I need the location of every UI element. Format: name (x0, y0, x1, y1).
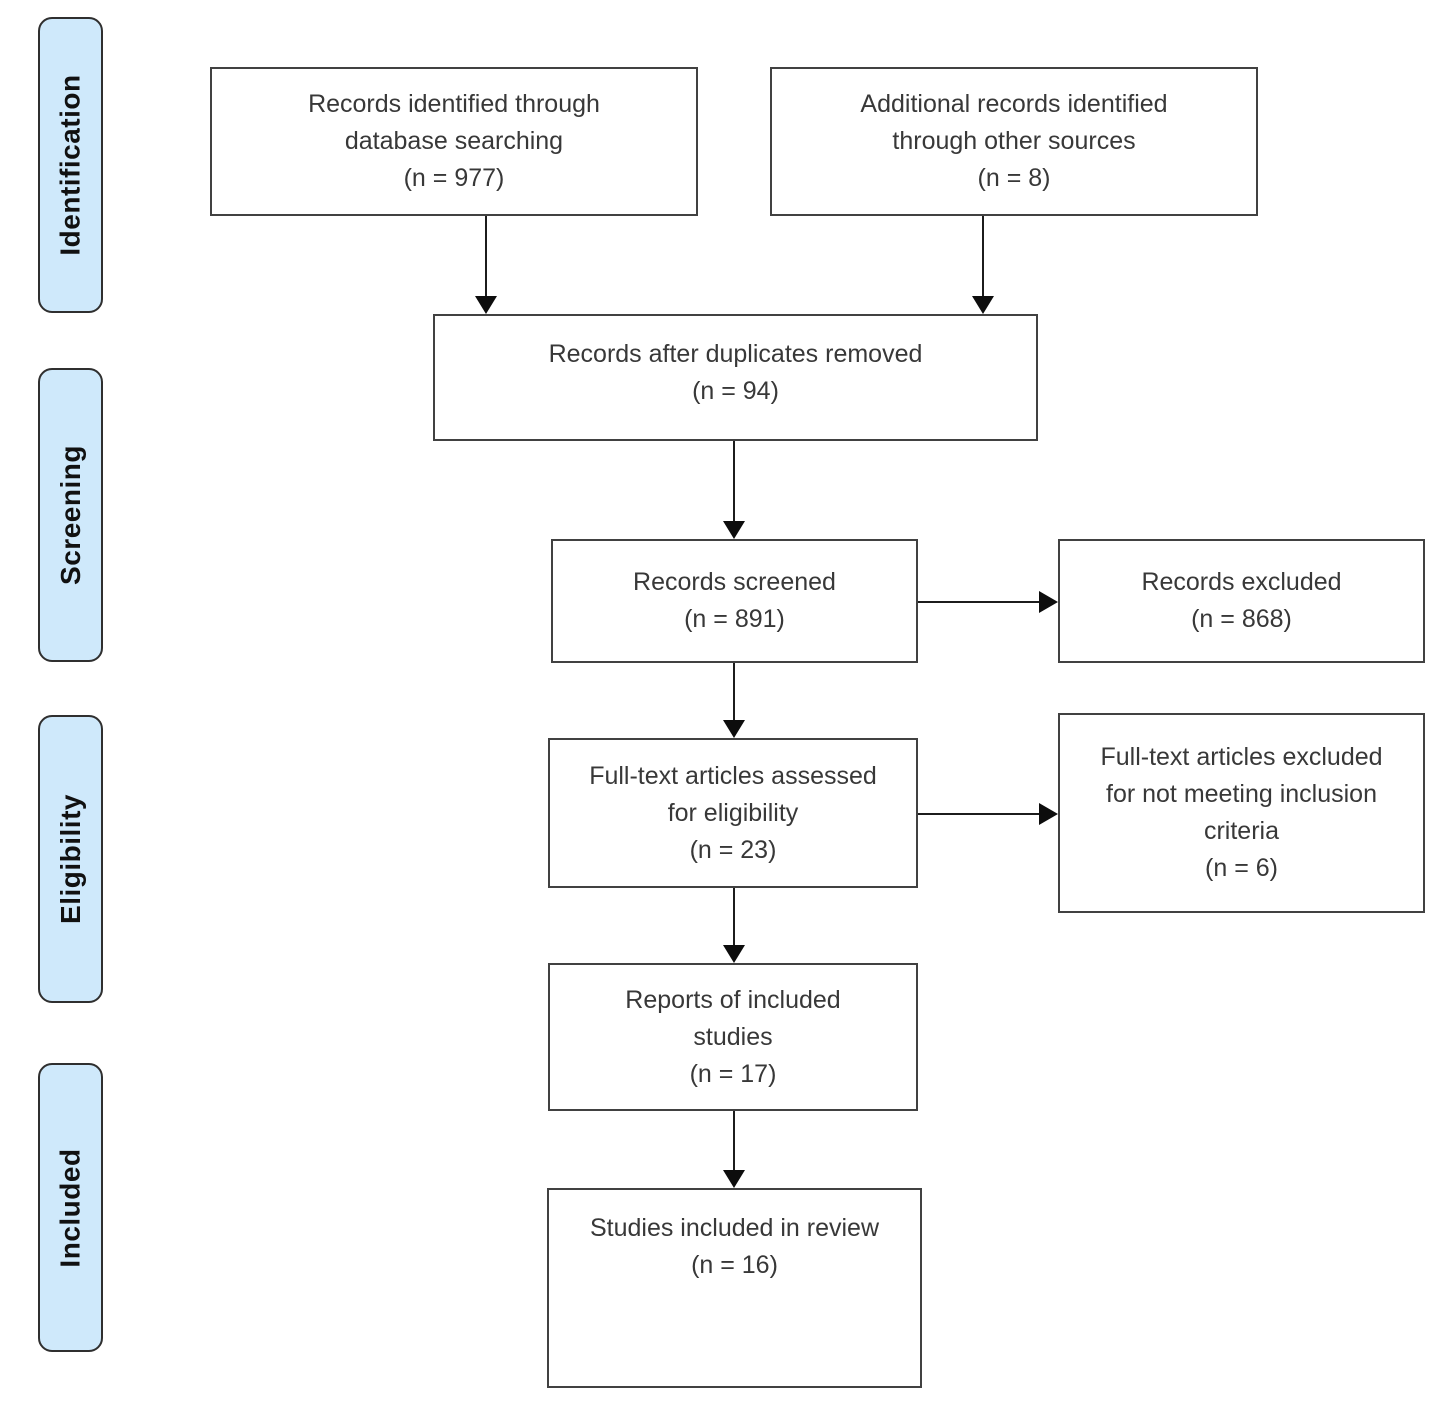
flow-box-additional-records: Additional records identified through ot… (770, 67, 1258, 216)
arrow-identified-to-duplicates (475, 216, 497, 314)
arrow-reports-to-studies (723, 1111, 745, 1188)
flow-box-fulltext-excluded: Full-text articles excluded for not meet… (1058, 713, 1425, 913)
flow-box-studies-included-label: Studies included in review (n = 16) (589, 1214, 880, 1279)
flow-box-records-excluded-label: Records excluded (n = 868) (1141, 568, 1342, 633)
arrow-fulltext-to-excluded (918, 803, 1058, 825)
flow-box-studies-included: Studies included in review (n = 16) (547, 1188, 922, 1388)
arrow-fulltext-to-reports (723, 888, 745, 963)
stage-screening: Screening (38, 368, 103, 662)
stage-screening-label: Screening (54, 445, 86, 585)
arrow-screened-to-excluded (918, 591, 1058, 613)
flow-box-fulltext-excluded-label: Full-text articles excluded for not meet… (1100, 743, 1383, 882)
flow-box-records-screened: Records screened (n = 891) (551, 539, 918, 663)
stage-eligibility: Eligibility (38, 715, 103, 1003)
arrow-additional-to-duplicates (972, 216, 994, 314)
flow-box-reports-included-label: Reports of included studies (n = 17) (625, 985, 841, 1088)
flow-box-records-excluded: Records excluded (n = 868) (1058, 539, 1425, 663)
flow-box-reports-included: Reports of included studies (n = 17) (548, 963, 918, 1111)
flow-box-records-identified-label: Records identified through database sear… (308, 90, 600, 192)
stage-identification-label: Identification (54, 74, 86, 256)
stage-identification: Identification (38, 17, 103, 313)
flow-box-records-screened-label: Records screened (n = 891) (633, 568, 836, 633)
flow-box-fulltext-assessed: Full-text articles assessed for eligibil… (548, 738, 918, 888)
flow-box-fulltext-assessed-label: Full-text articles assessed for eligibil… (589, 761, 877, 864)
stage-included-label: Included (54, 1147, 86, 1268)
flow-box-after-duplicates-label: Records after duplicates removed (n = 94… (548, 339, 923, 405)
flow-box-records-identified: Records identified through database sear… (210, 67, 698, 216)
stage-eligibility-label: Eligibility (54, 794, 86, 924)
stage-included: Included (38, 1063, 103, 1352)
flow-box-after-duplicates: Records after duplicates removed (n = 94… (433, 314, 1038, 441)
arrow-screened-to-fulltext (723, 663, 745, 738)
flow-box-additional-records-label: Additional records identified through ot… (860, 90, 1168, 192)
arrow-duplicates-to-screened (723, 441, 745, 539)
